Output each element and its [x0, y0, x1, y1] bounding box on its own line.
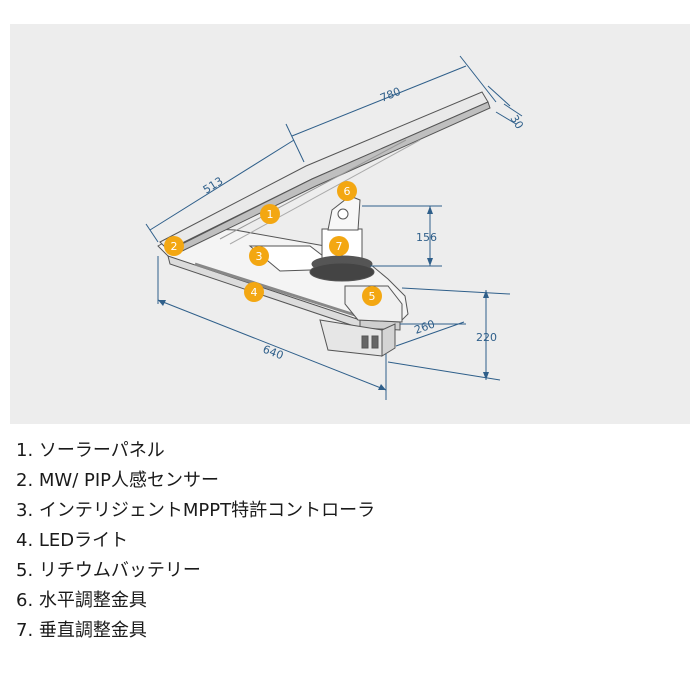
svg-text:6: 6 — [344, 185, 351, 198]
product-drawing: 780 30 513 156 640 260 220 1 2 3 4 5 6 7 — [145, 55, 526, 400]
dim-label-260: 260 — [413, 317, 437, 336]
callout-1: 1 — [260, 204, 280, 224]
dim-label-640: 640 — [261, 343, 285, 363]
legend-item-4: 4. LEDライト — [16, 530, 129, 551]
dim-label-30: 30 — [507, 113, 525, 132]
callout-6: 6 — [337, 181, 357, 201]
svg-text:3: 3 — [256, 250, 263, 263]
panel-frame-line-2 — [229, 139, 421, 245]
legend-item-3: 3. インテリジェントMPPT特許コントローラ — [16, 500, 376, 521]
legend-item-7: 7. 垂直調整金具 — [16, 620, 147, 641]
dim-label-780: 780 — [378, 85, 402, 105]
legend-item-1: 1. ソーラーパネル — [16, 440, 165, 461]
callout-7: 7 — [329, 236, 349, 256]
led-strip — [194, 262, 356, 317]
bracket-pivot — [337, 208, 349, 220]
dim-label-156: 156 — [416, 231, 437, 244]
mount-collar — [309, 262, 375, 282]
battery-box-side — [381, 323, 396, 357]
connector-1 — [361, 335, 369, 349]
legend-item-5: 5. リチウムバッテリー — [16, 560, 201, 581]
svg-text:2: 2 — [171, 240, 178, 253]
svg-text:4: 4 — [251, 286, 258, 299]
callout-3: 3 — [249, 246, 269, 266]
legend-item-2: 2. MW/ PIP人感センサー — [16, 470, 220, 491]
solar-panel — [159, 91, 491, 255]
dim-label-513: 513 — [201, 174, 226, 196]
svg-text:1: 1 — [267, 208, 274, 221]
dimension-lines — [145, 55, 523, 400]
panel-frame-line — [219, 139, 407, 240]
callout-2: 2 — [164, 236, 184, 256]
solar-panel-face — [159, 91, 489, 251]
svg-text:7: 7 — [336, 240, 343, 253]
legend-item-6: 6. 水平調整金具 — [16, 590, 147, 611]
diagram-panel: 780 30 513 156 640 260 220 1 2 3 4 5 6 7 — [10, 24, 690, 424]
connector-2 — [371, 335, 379, 349]
dim-label-220: 220 — [476, 331, 497, 344]
callout-4: 4 — [244, 282, 264, 302]
component-legend: 1. ソーラーパネル 2. MW/ PIP人感センサー 3. インテリジェントM… — [16, 436, 375, 646]
lamp-housing — [157, 195, 409, 357]
svg-text:5: 5 — [369, 290, 376, 303]
dimension-arrows — [158, 206, 489, 390]
callout-5: 5 — [362, 286, 382, 306]
